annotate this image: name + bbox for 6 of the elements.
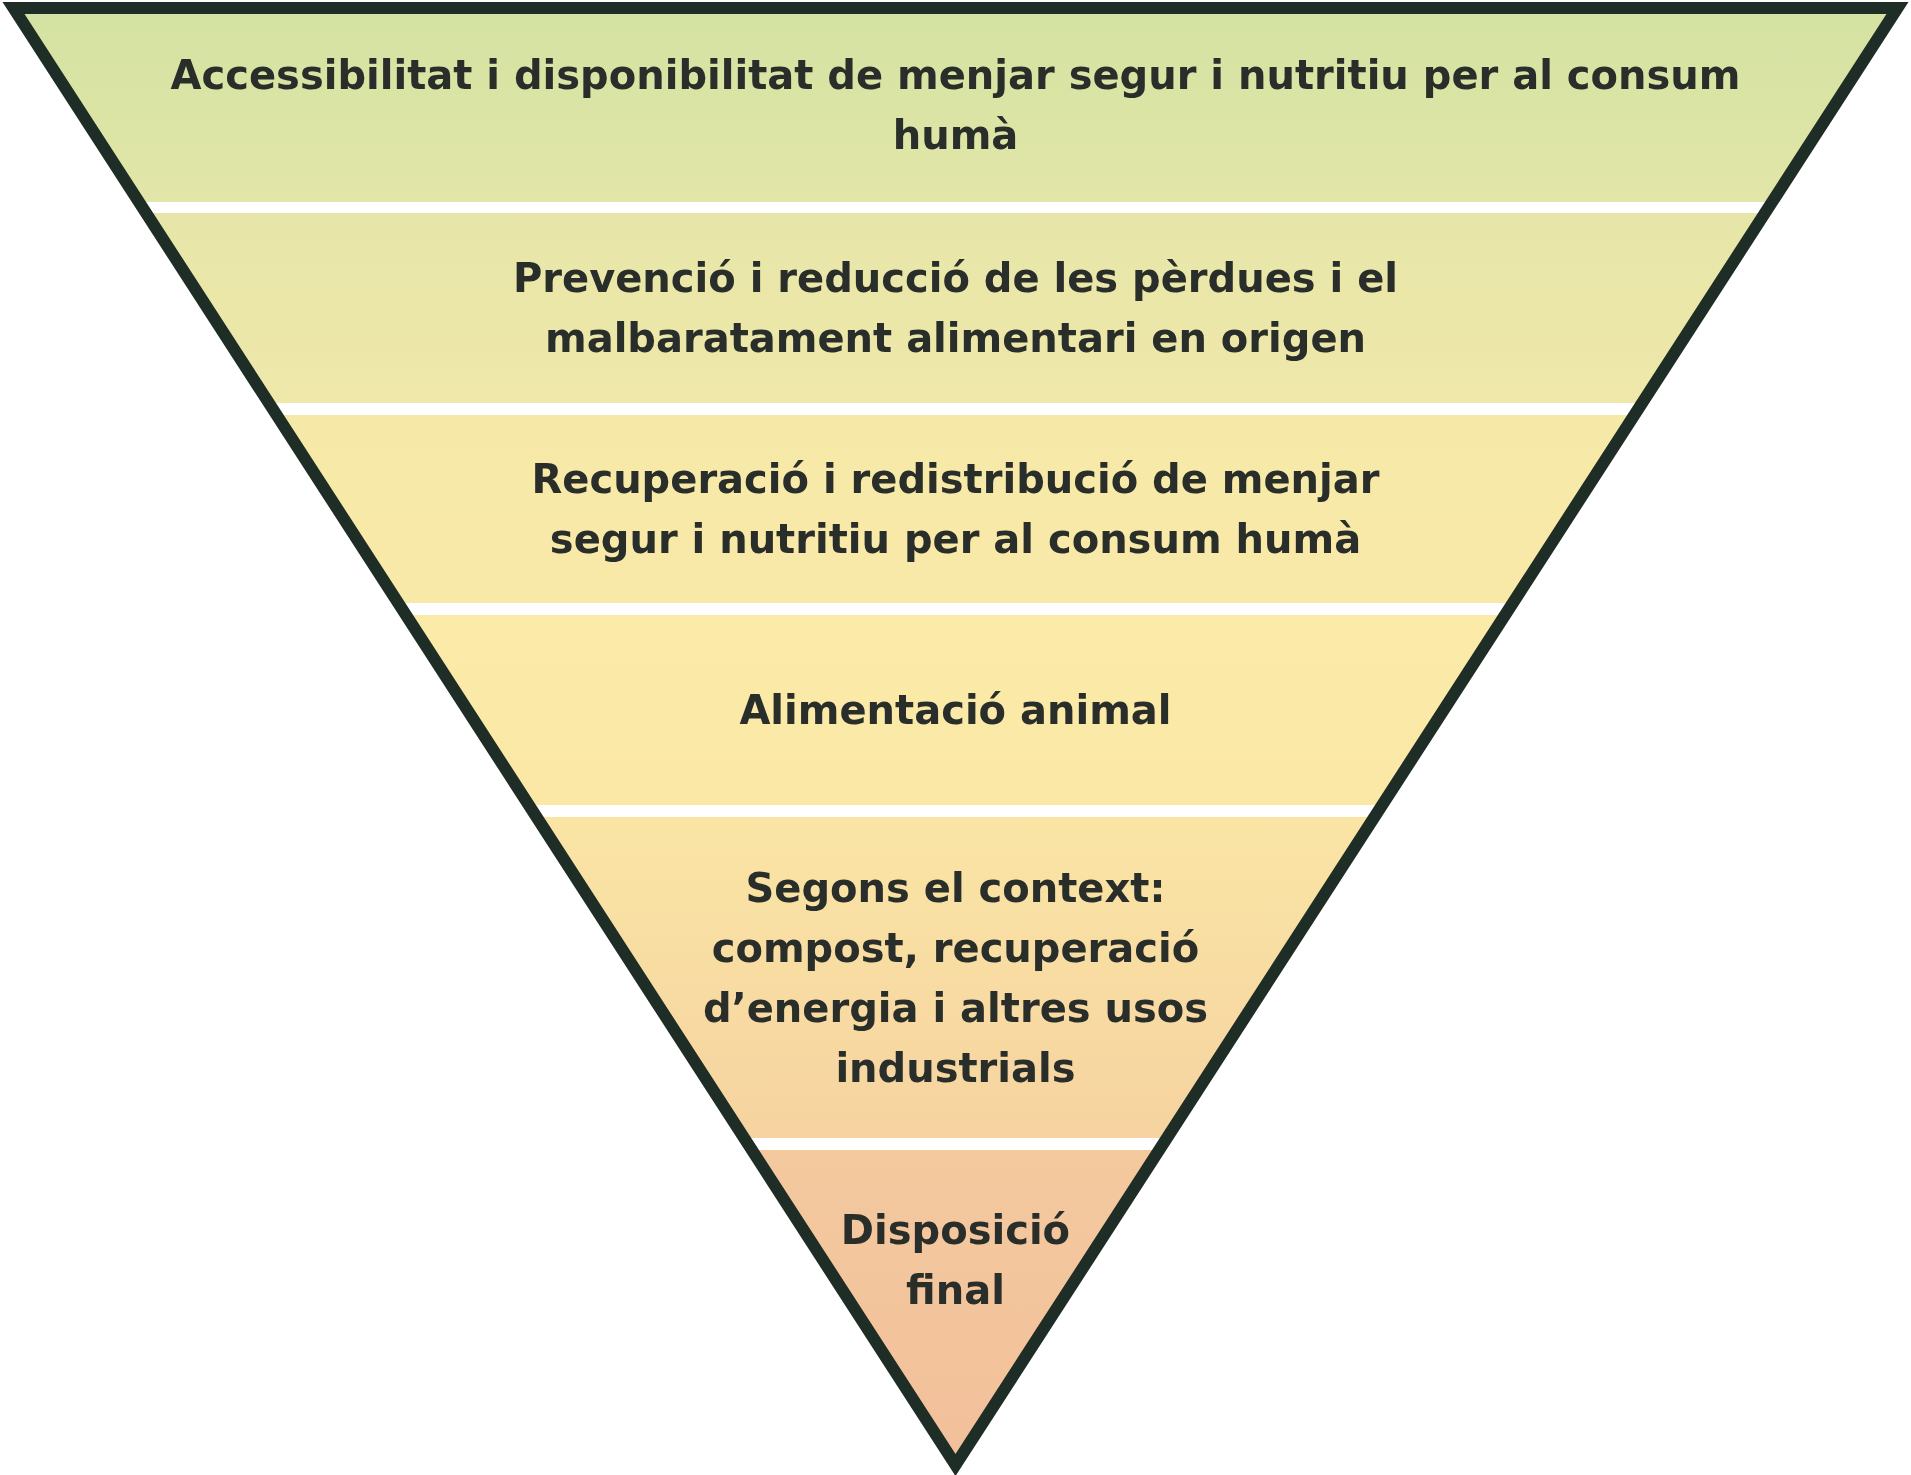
tier-label: Alimentació animal <box>738 686 1173 735</box>
tier-label: Recuperació i redistribució de menjar segur i nutritiu per al consum humà <box>530 455 1381 564</box>
tier-label: Accessibilitat i disponibilitat de menjar segur i nutritiu per al consum humà <box>169 51 1742 160</box>
tier-label: Prevenció i reducció de les pèrdues i el malbaratament alimentari en origen <box>511 254 1399 363</box>
tier-label: Segons el context: compost, recuperació d’energia i altres usos industrials <box>701 863 1210 1093</box>
tier-label: Disposició final <box>839 1206 1072 1316</box>
